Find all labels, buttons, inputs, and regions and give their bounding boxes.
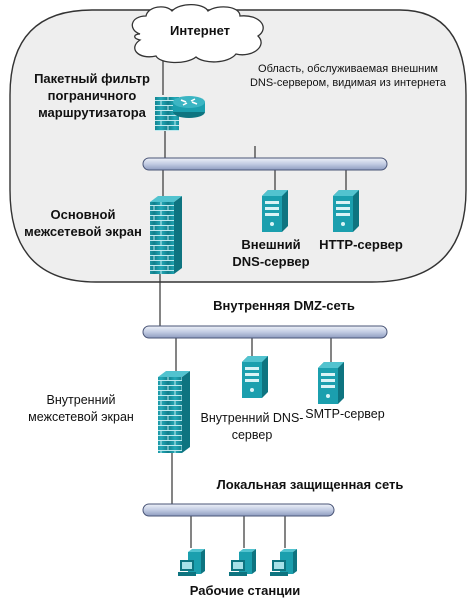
- router-firewall-icon: [155, 96, 205, 131]
- internal-dns-label: Внутренний DNS-сервер: [200, 411, 304, 442]
- outer-firewall-label: Основной межсетевой экран: [24, 207, 142, 239]
- external-dns-server-icon: [262, 190, 288, 232]
- perimeter-network-bus: [142, 157, 388, 171]
- http-server-icon: [333, 190, 359, 232]
- dmz-network-bus: [142, 325, 388, 339]
- internet-label: Интернет: [169, 23, 230, 38]
- workstation-icon: [270, 549, 297, 576]
- lan-network-label: Локальная защищенная сеть: [216, 477, 404, 492]
- lan-network-bus: [142, 503, 335, 517]
- external-dns-label: Внешний DNS-сервер: [232, 237, 310, 269]
- workstation-icon: [229, 549, 256, 576]
- smtp-server-label: SMTP-сервер: [305, 407, 385, 421]
- smtp-server-icon: [318, 362, 344, 404]
- http-server-label: HTTP-сервер: [319, 237, 403, 252]
- outer-firewall-icon: [150, 196, 182, 274]
- workstations-label: Рабочие станции: [189, 583, 301, 598]
- zone-caption: Область, обслуживаемая внешним DNS-серве…: [249, 63, 447, 89]
- dmz-network-label: Внутренняя DMZ-сеть: [213, 298, 355, 313]
- inner-firewall-icon: [158, 371, 190, 453]
- workstation-icon: [178, 549, 205, 576]
- link-lines: [159, 60, 347, 548]
- router-label: Пакетный фильтр пограничного маршрутизат…: [34, 71, 150, 120]
- inner-firewall-label: Внутренний межсетевой экран: [28, 393, 134, 424]
- internet-cloud: [131, 3, 264, 64]
- internal-dns-server-icon: [242, 356, 268, 398]
